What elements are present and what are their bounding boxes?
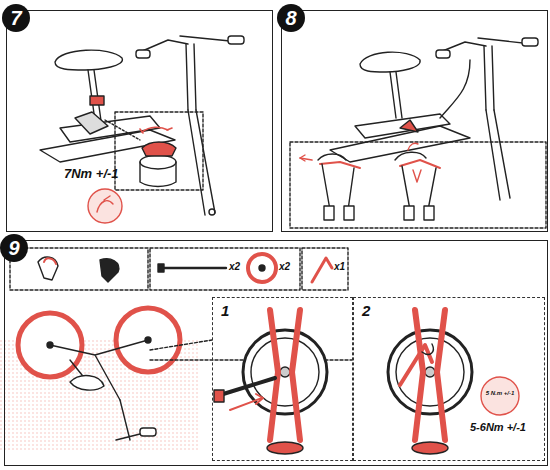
torque-value: 5 N.m +/-1 <box>486 390 515 396</box>
sub-step-panel: 2 <box>353 297 545 461</box>
torque-value: 5-6Nm +/-1 <box>470 421 526 433</box>
quantity: x2 <box>229 261 240 272</box>
step-number: 9 <box>0 234 28 262</box>
step-panel: 8 <box>281 10 548 232</box>
torque-value: 7Nm +/-1 <box>64 166 119 181</box>
sub-step-number: 2 <box>362 302 370 319</box>
step-panel: 7 <box>6 10 273 232</box>
sub-step-panel: 1 <box>212 297 353 461</box>
quantity: x2 <box>279 261 290 272</box>
step-number: 7 <box>2 4 30 32</box>
sub-step-number: 1 <box>221 302 229 319</box>
step-panel: 912 <box>4 240 548 466</box>
step-number: 8 <box>277 4 305 32</box>
quantity: x1 <box>334 261 345 272</box>
